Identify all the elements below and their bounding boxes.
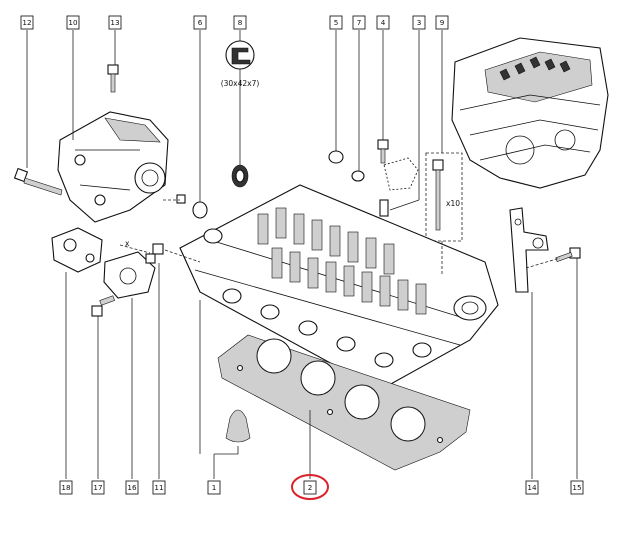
head-plug <box>192 201 208 219</box>
lifting-bracket <box>509 207 549 293</box>
svg-text:13: 13 <box>110 18 119 27</box>
callout-3: 3 <box>412 15 426 30</box>
bracket-long-bolt <box>13 167 63 196</box>
engine-overview-thumbnail <box>451 37 609 189</box>
camshaft-oil-seal <box>231 164 249 188</box>
svg-text:16: 16 <box>127 483 137 492</box>
svg-text:6: 6 <box>198 18 203 27</box>
thermostat-housing <box>103 251 156 299</box>
callout-1: 1 <box>207 480 221 495</box>
svg-text:1: 1 <box>212 483 217 492</box>
guide-sleeve <box>379 199 389 217</box>
callout-17: 17 <box>91 480 105 495</box>
cylinder-head-bolt <box>425 152 463 242</box>
svg-text:8: 8 <box>238 18 243 27</box>
svg-text:11: 11 <box>154 483 163 492</box>
dim-marker-label: x <box>125 239 130 248</box>
svg-text:18: 18 <box>61 483 71 492</box>
cylinder-head-gasket <box>217 334 471 471</box>
cover-bolt <box>377 139 389 164</box>
housing-sensor <box>145 243 164 264</box>
seal-size-label: (30x42x7) <box>221 79 260 88</box>
callout-10: 10 <box>66 15 80 30</box>
svg-text:5: 5 <box>334 18 339 27</box>
svg-text:14: 14 <box>527 483 537 492</box>
callout-18: 18 <box>59 480 73 495</box>
bolt-quantity-label: x10 <box>446 199 460 208</box>
callout-8: 8 <box>233 15 247 30</box>
lifting-bracket-bolt <box>555 247 581 263</box>
ghost-bracket <box>383 157 419 191</box>
cylinder-head <box>179 184 499 391</box>
svg-text:12: 12 <box>22 18 31 27</box>
svg-text:9: 9 <box>440 18 445 27</box>
callout-4: 4 <box>376 15 390 30</box>
svg-text:10: 10 <box>68 18 78 27</box>
callout-6: 6 <box>193 15 207 30</box>
camshaft-oil-seal-icon <box>225 40 255 70</box>
highlight-circle <box>291 474 329 500</box>
callout-14: 14 <box>525 480 539 495</box>
svg-text:15: 15 <box>572 483 581 492</box>
washer <box>351 170 365 182</box>
engine-mount-bracket <box>57 111 169 223</box>
callout-5: 5 <box>329 15 343 30</box>
svg-text:2: 2 <box>308 483 313 492</box>
stud-nut <box>328 150 344 164</box>
dowel-sleeve <box>176 194 186 204</box>
callout-16: 16 <box>125 480 139 495</box>
svg-text:3: 3 <box>417 18 422 27</box>
gasket-kit-pouch <box>225 409 251 443</box>
callout-15: 15 <box>570 480 584 495</box>
callout-9: 9 <box>435 15 449 30</box>
svg-text:17: 17 <box>93 483 102 492</box>
svg-text:4: 4 <box>381 18 386 27</box>
callout-11: 11 <box>152 480 166 495</box>
housing-bolt <box>91 295 115 317</box>
callout-2: 2 <box>303 480 317 495</box>
bracket-top-bolt <box>107 64 119 93</box>
thermostat-plate <box>51 227 103 273</box>
callout-12: 12 <box>20 15 34 30</box>
callout-13: 13 <box>108 15 122 30</box>
callout-7: 7 <box>352 15 366 30</box>
leader-lines <box>26 30 578 479</box>
svg-text:7: 7 <box>357 18 362 27</box>
